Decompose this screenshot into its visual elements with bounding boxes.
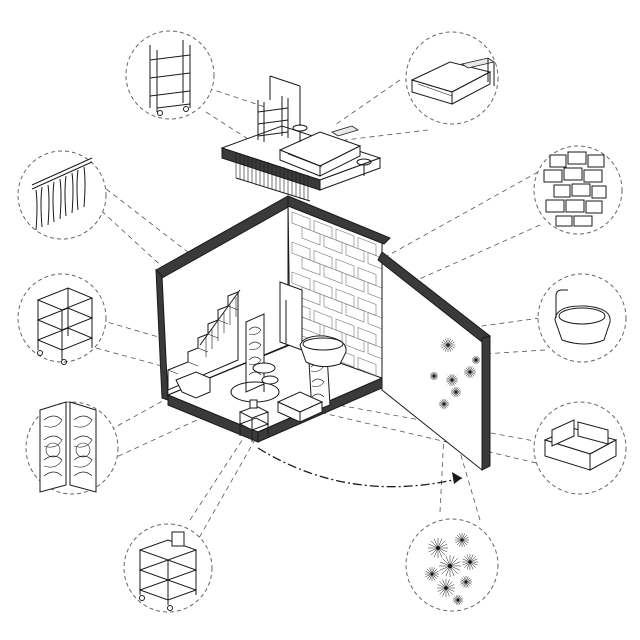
detail-shelf-ladder [125, 30, 215, 120]
stone-wall-top-edge [287, 195, 391, 245]
stone-block [323, 295, 343, 314]
detail-sofa [533, 401, 627, 495]
dandelion-mark [441, 338, 455, 352]
left-wall-side-edge [155, 268, 169, 401]
bed-icon [410, 57, 495, 105]
trolley-cart-icon [138, 531, 198, 611]
stone-block [323, 265, 343, 284]
brick-wall-icon [543, 151, 607, 227]
stone-block [323, 235, 343, 254]
stone-block [345, 243, 365, 263]
stone-block [345, 273, 365, 293]
sofa-icon [543, 419, 618, 471]
stone-block [301, 226, 321, 246]
stone-block [301, 256, 321, 276]
dandelion-mark [428, 538, 448, 558]
panel-dandelions [430, 338, 480, 409]
arrow-head-icon [452, 472, 462, 484]
dandelion-mark [451, 387, 461, 397]
mezzanine-back-rail [269, 75, 301, 126]
dandelion-mark [439, 555, 461, 577]
detail-shelving-unit [17, 273, 107, 365]
room-table [230, 362, 280, 403]
dandelion-mark [425, 567, 439, 581]
shelf-ladder-icon [149, 40, 191, 116]
room-shelving-cart [238, 399, 270, 442]
dandelion-pattern-icon [425, 533, 478, 605]
carved-screen-icon [39, 401, 97, 493]
exploded-front-panel [377, 251, 491, 472]
detail-trolley-cart [123, 523, 213, 613]
room-sofa [276, 391, 324, 423]
main-room [155, 195, 391, 443]
front-panel-side-edge [481, 335, 491, 471]
mezzanine-level [220, 75, 382, 202]
dandelion-mark [437, 579, 455, 597]
stone-block [345, 303, 365, 323]
mezzanine-railing [235, 152, 311, 202]
dandelion-mark [446, 374, 458, 386]
staircase [167, 289, 241, 399]
partition-doorway [279, 281, 303, 351]
stone-block [345, 333, 365, 353]
dandelion-mark [462, 554, 478, 570]
detail-brick-wall [533, 145, 623, 235]
detail-bed [405, 31, 499, 125]
dandelion-mark [430, 372, 438, 380]
detail-carved-screen [25, 401, 119, 495]
detail-dandelion-pattern [405, 518, 499, 612]
room-bathtub [299, 335, 347, 368]
bathtub-icon [554, 289, 611, 345]
mezzanine-ladder-shelf [257, 96, 289, 142]
shelving-unit-icon [36, 287, 94, 365]
railing-icon [31, 157, 93, 231]
dandelion-mark [439, 399, 449, 409]
dandelion-mark [455, 533, 469, 547]
swing-arrow [257, 447, 463, 488]
front-panel-face [381, 256, 483, 472]
dandelion-mark [460, 576, 472, 588]
stone-block [357, 357, 377, 376]
detail-bathtub [537, 273, 627, 363]
mezzanine-bed [278, 125, 362, 177]
dandelion-mark [453, 595, 463, 605]
dandelion-mark [472, 356, 480, 364]
dandelion-mark [464, 366, 476, 378]
room-carved-screen-left [245, 313, 265, 393]
detail-railing [17, 150, 107, 240]
